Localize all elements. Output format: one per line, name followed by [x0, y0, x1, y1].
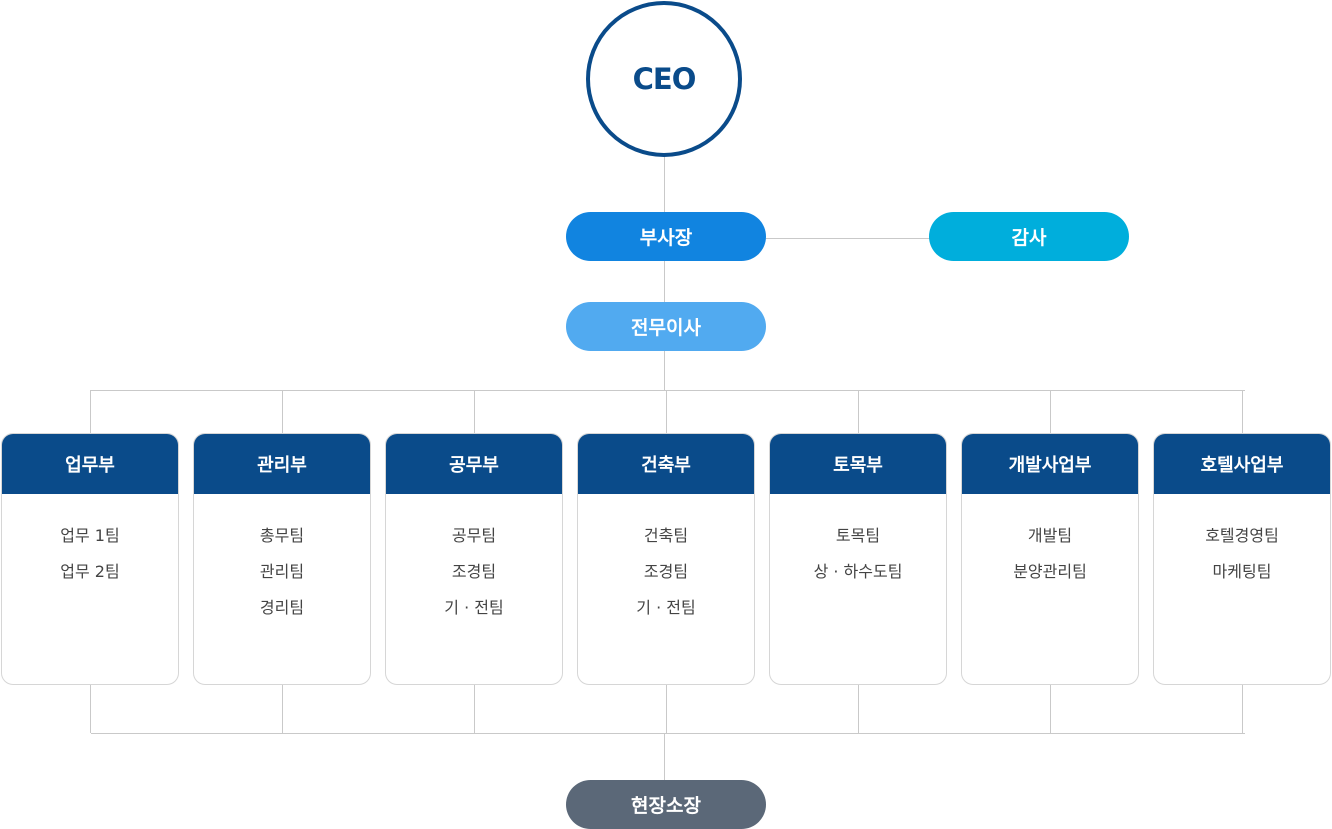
department-name: 업무부	[2, 434, 178, 494]
department-name: 토목부	[770, 434, 946, 494]
team-item: 경리팀	[259, 598, 305, 617]
team-item: 총무팀	[259, 526, 305, 545]
connector-dept-bottom	[858, 685, 859, 733]
team-item: 개발팀	[1027, 526, 1073, 545]
connector-director-bus	[664, 351, 665, 391]
connector-dept-bottom	[1242, 685, 1243, 733]
team-item: 호텔경영팀	[1205, 526, 1279, 545]
department-name: 건축부	[578, 434, 754, 494]
site-manager-node: 현장소장	[566, 780, 766, 829]
connector-dept-top	[1242, 390, 1243, 433]
connector-bottom-bus	[91, 733, 1245, 734]
team-item: 토목팀	[835, 526, 881, 545]
team-item: 건축팀	[643, 526, 689, 545]
connector-dept-top	[90, 390, 91, 433]
team-item: 상 · 하수도팀	[813, 562, 903, 581]
connector-dept-bottom	[90, 685, 91, 733]
team-item: 기 · 전팀	[636, 598, 696, 617]
department-name: 공무부	[386, 434, 562, 494]
connector-top-bus	[91, 390, 1245, 391]
team-item: 공무팀	[451, 526, 497, 545]
ceo-node: CEO	[586, 1, 742, 157]
audit-node: 감사	[929, 212, 1129, 261]
department-name: 호텔사업부	[1154, 434, 1330, 494]
department-name: 관리부	[194, 434, 370, 494]
connector-dept-top	[666, 390, 667, 433]
vice-president-node: 부사장	[566, 212, 766, 261]
team-item: 업무 2팀	[60, 562, 120, 581]
team-item: 관리팀	[259, 562, 305, 581]
team-item: 업무 1팀	[60, 526, 120, 545]
team-item: 조경팀	[451, 562, 497, 581]
team-item: 분양관리팀	[1013, 562, 1087, 581]
team-item: 기 · 전팀	[444, 598, 504, 617]
department-name: 개발사업부	[962, 434, 1138, 494]
connector-dept-bottom	[666, 685, 667, 733]
connector-vp-audit	[766, 238, 930, 239]
connector-bus-site-manager	[664, 733, 665, 781]
connector-dept-bottom	[474, 685, 475, 733]
team-item: 마케팅팀	[1212, 562, 1272, 581]
connector-dept-top	[1050, 390, 1051, 433]
connector-dept-bottom	[282, 685, 283, 733]
executive-director-node: 전무이사	[566, 302, 766, 351]
team-item: 조경팀	[643, 562, 689, 581]
connector-dept-top	[474, 390, 475, 433]
connector-dept-bottom	[1050, 685, 1051, 733]
connector-dept-top	[858, 390, 859, 433]
connector-dept-top	[282, 390, 283, 433]
